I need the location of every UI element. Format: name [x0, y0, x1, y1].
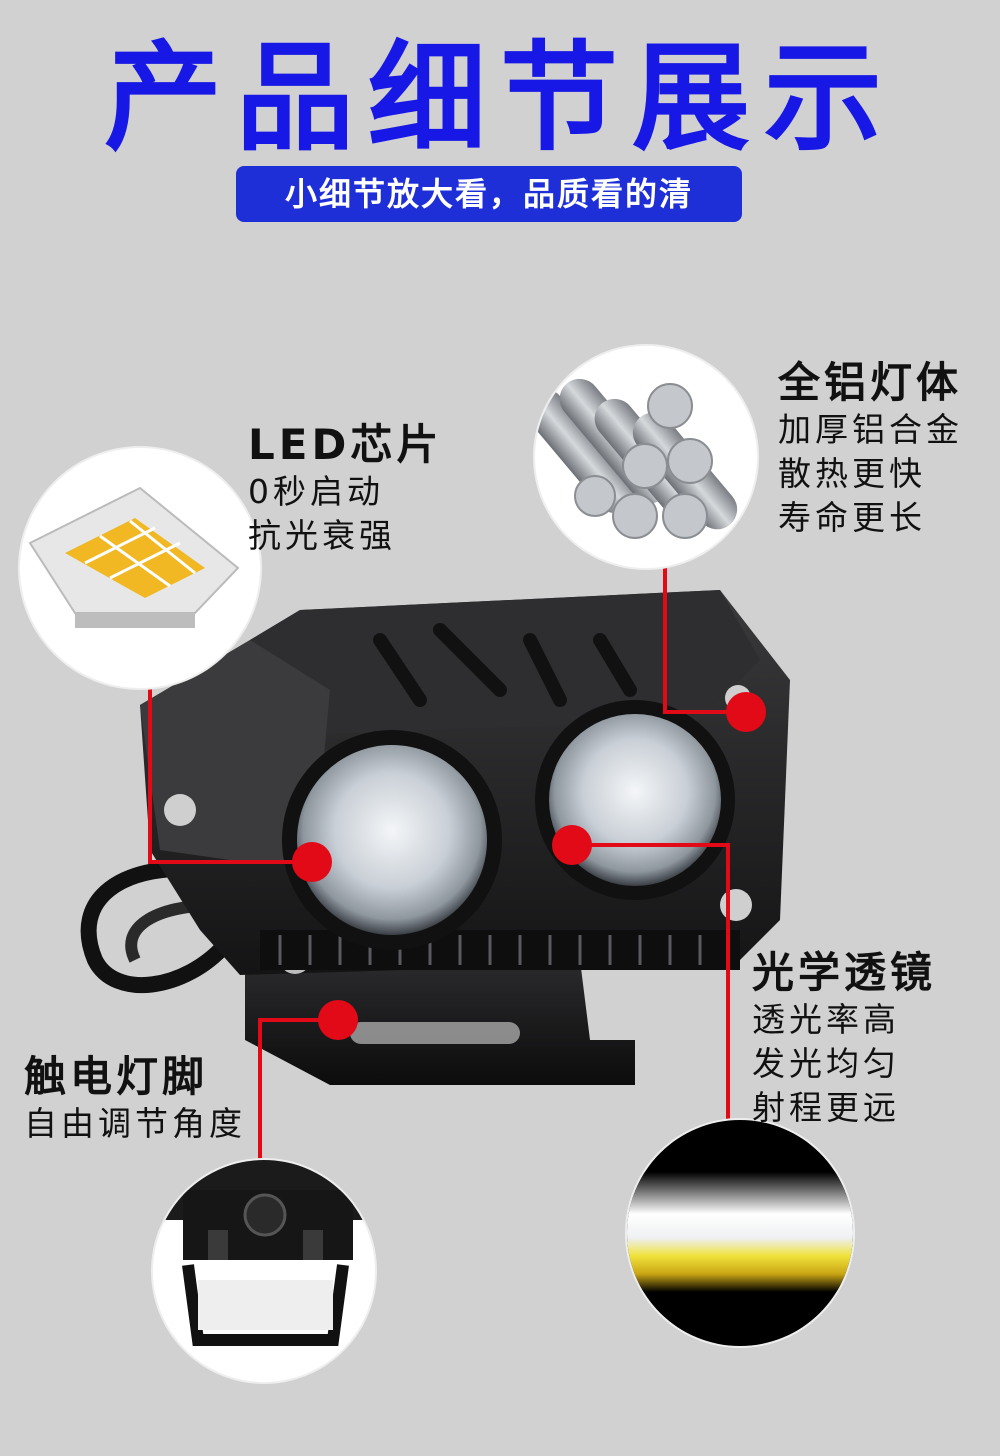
callout-dot-lens [552, 825, 592, 865]
feature-lens-line-1: 透光率高 [752, 1000, 900, 1039]
feature-bracket-line-1: 自由调节角度 [24, 1104, 246, 1143]
feature-lens-title: 光学透镜 [752, 948, 937, 997]
callout-line-body [663, 568, 746, 714]
feature-lens: 光学透镜 透光率高 发光均匀 射程更远 [752, 948, 936, 1130]
callout-dot-body [726, 692, 766, 732]
feature-body-title: 全铝灯体 [778, 358, 963, 407]
callout-line-led [148, 668, 312, 864]
callout-dot-led [292, 842, 332, 882]
feature-lens-line-3: 射程更远 [752, 1088, 900, 1127]
power-cable [80, 860, 231, 994]
detail-circle-lens-beam [627, 1120, 853, 1346]
feature-bracket: 触电灯脚 自由调节角度 [24, 1052, 246, 1146]
feature-body-line-2: 散热更快 [778, 454, 926, 493]
feature-led-line-2: 抗光衰强 [248, 516, 396, 555]
led-chip-cells [65, 518, 205, 598]
callout-line-bracket [258, 1018, 338, 1162]
page-title: 产品细节展示 [103, 29, 896, 167]
feature-lens-line-2: 发光均匀 [752, 1044, 900, 1083]
feature-bracket-title: 触电灯脚 [24, 1052, 209, 1101]
feature-led-line-1: 0秒启动 [248, 472, 384, 511]
detail-circle-aluminum-body [535, 346, 757, 568]
feature-body-line-3: 寿命更长 [778, 498, 926, 537]
feature-led: LED芯片 0秒启动 抗光衰强 [248, 420, 442, 558]
detail-circle-led-chip [20, 448, 260, 688]
feature-body-line-1: 加厚铝合金 [778, 410, 963, 449]
detail-circle-bracket [153, 1160, 375, 1382]
feature-led-title: LED芯片 [248, 420, 443, 469]
feature-body: 全铝灯体 加厚铝合金 散热更快 寿命更长 [778, 358, 963, 540]
callout-dot-bracket [318, 1000, 358, 1040]
callout-line-lens [572, 843, 730, 1122]
subtitle-badge: 小细节放大看，品质看的清 [236, 166, 742, 222]
